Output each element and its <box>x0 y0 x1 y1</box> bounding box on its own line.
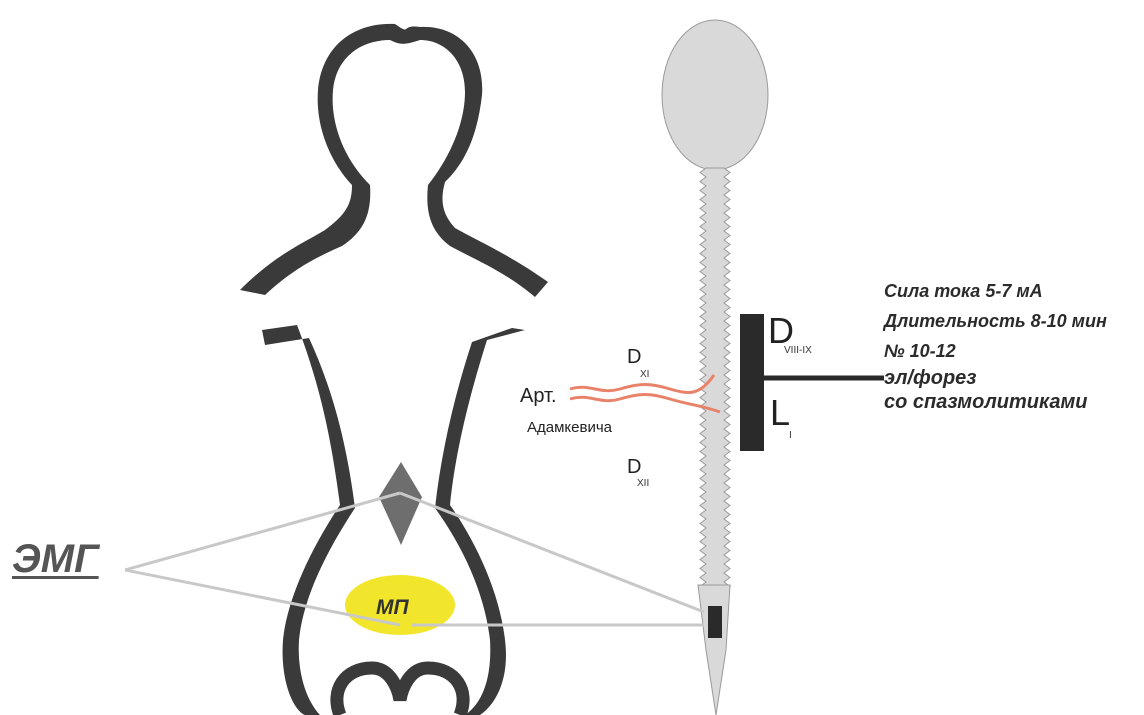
lower-electrode <box>708 606 722 638</box>
artery-label: Арт. <box>520 386 557 406</box>
d-viii-ix-subscript: VIII-IX <box>784 346 812 356</box>
diamond-marker <box>379 462 422 545</box>
d-xi-letter: D <box>627 347 641 367</box>
emg-label: ЭМГ <box>12 537 99 582</box>
param-sessions: № 10-12 <box>884 336 1107 366</box>
spinal-cord <box>700 168 730 587</box>
d-xi-subscript: XI <box>640 370 649 380</box>
param-method: эл/форез <box>884 366 1107 390</box>
d-xii-letter: D <box>627 457 641 477</box>
artery-name-label: Адамкевича <box>527 420 612 435</box>
buttocks-outline <box>337 668 463 715</box>
d-xii-subscript: XII <box>637 479 649 489</box>
emg-lead-upper <box>125 493 400 570</box>
param-drug: со спазмолитиками <box>884 390 1107 414</box>
electrode-plate <box>740 314 764 451</box>
treatment-parameters: Сила тока 5-7 мА Длительность 8-10 мин №… <box>884 276 1107 414</box>
l-i-subscript: I <box>789 431 792 441</box>
param-current: Сила тока 5-7 мА <box>884 276 1107 306</box>
head-outline <box>240 24 548 297</box>
l-i-letter: L <box>770 395 790 431</box>
spinal-tail <box>698 585 730 715</box>
brain-bulb <box>662 20 768 170</box>
bladder-label: МП <box>376 596 409 620</box>
d-viii-ix-letter: D <box>768 313 794 349</box>
param-duration: Длительность 8-10 мин <box>884 306 1107 336</box>
artery-line-2 <box>570 395 720 413</box>
torso-right-outline <box>435 328 525 715</box>
